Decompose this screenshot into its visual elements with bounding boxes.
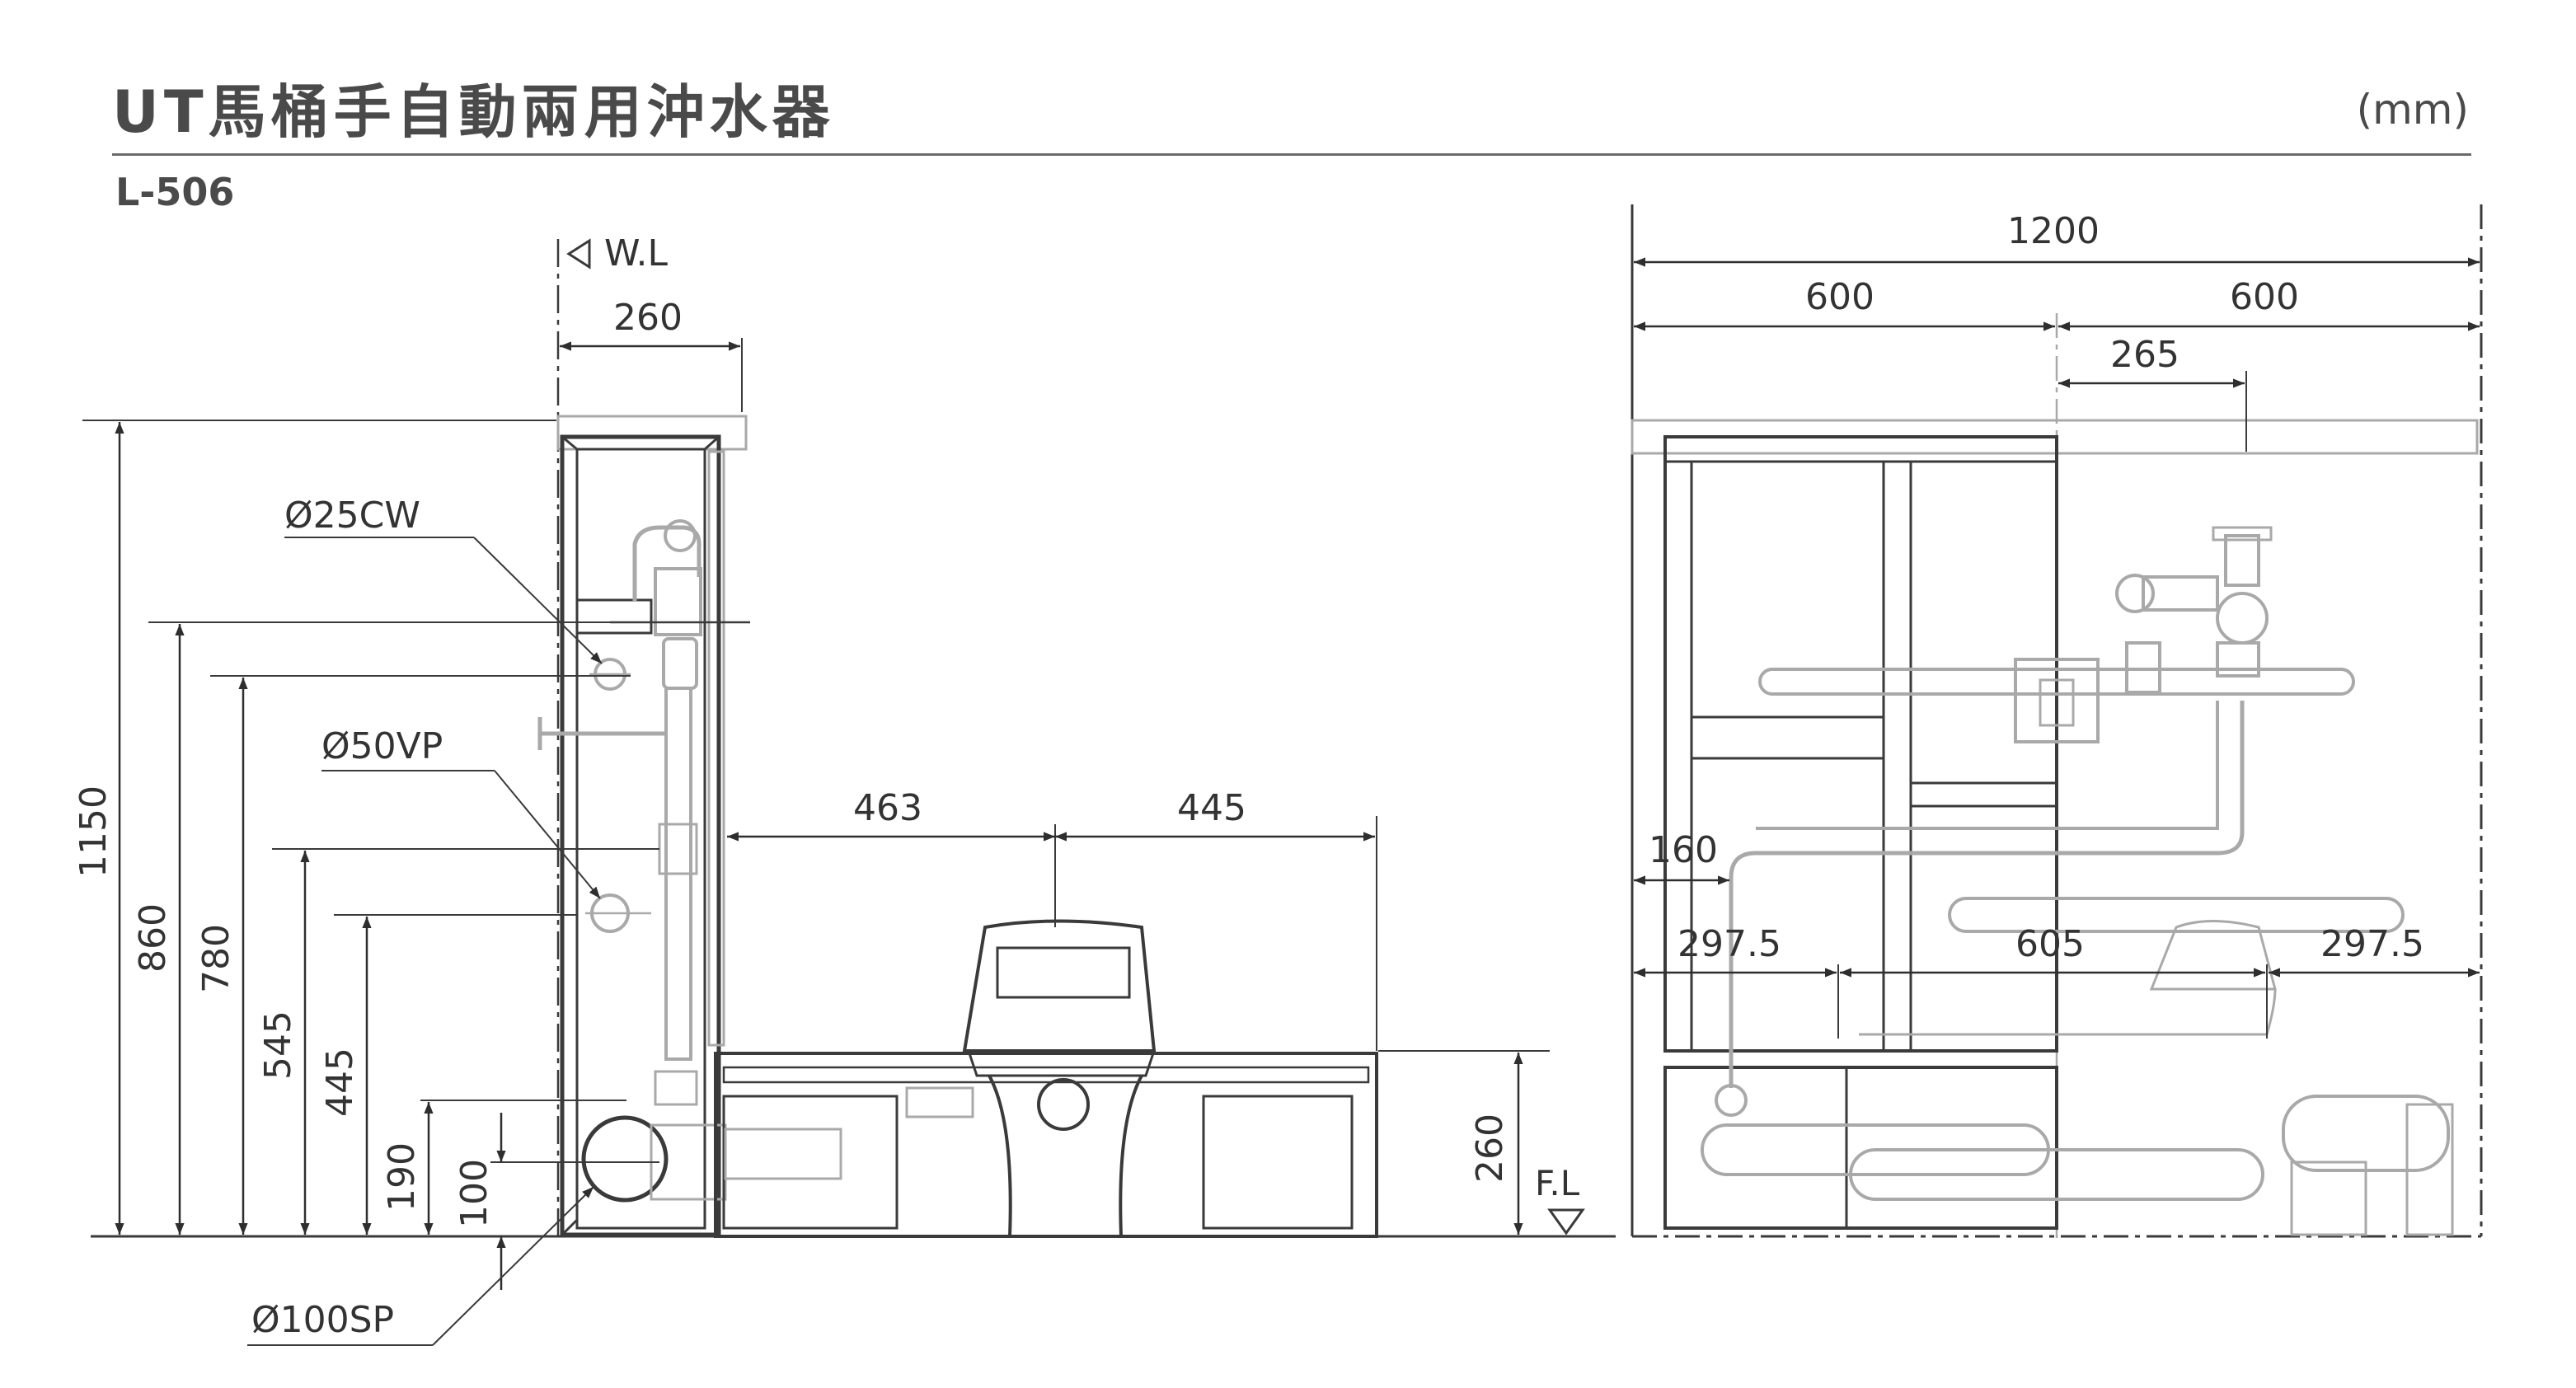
- cabinet-shelf: [575, 598, 653, 635]
- dim-545-label: 545: [257, 1011, 299, 1080]
- front-piping: [1701, 526, 2454, 1236]
- dim-190-label: 190: [381, 1142, 423, 1212]
- dim-297-5-left-label: 297.5: [1677, 923, 1781, 965]
- dim-445-height-label: 445: [319, 1048, 361, 1117]
- dim-605-label: 605: [2015, 923, 2085, 965]
- dim-600-left-label: 600: [1805, 276, 1875, 318]
- dim-600-right-label: 600: [2230, 276, 2299, 318]
- water-level-marker: [566, 238, 591, 270]
- floor-level-label: F.L: [1535, 1163, 1580, 1203]
- dim-100-label: 100: [453, 1159, 495, 1228]
- dim-260-height-label: 260: [1469, 1114, 1511, 1183]
- model-number: L-506: [115, 170, 235, 214]
- dim-1200-label: 1200: [2007, 210, 2100, 252]
- dim-260-depth-label: 260: [613, 297, 683, 339]
- front-left-cabinet: [1663, 435, 2058, 1230]
- dim-265-label: 265: [2110, 334, 2180, 376]
- dim-445-depth-label: 445: [1177, 787, 1246, 829]
- cabinet-inner: [575, 448, 706, 1230]
- cabinet-corner: [704, 435, 720, 451]
- toilet-base: [714, 1052, 1378, 1238]
- side-view: W.L 260 1150 860 780 545 445 190 100 Ø25…: [73, 232, 1616, 1346]
- dim-780-label: 780: [195, 924, 237, 993]
- sp-pipe-symbol: [581, 1115, 669, 1203]
- pipe-cw-label: Ø25CW: [284, 495, 420, 537]
- cabinet-corner: [561, 435, 578, 451]
- dim-463-label: 463: [853, 787, 922, 829]
- pipe-vp-label: Ø50VP: [321, 725, 443, 767]
- unit-label: (mm): [2356, 86, 2469, 134]
- dim-860-label: 860: [132, 903, 174, 973]
- front-view: 1200 600 600 265 160 297.5 605 297.5: [1631, 204, 2483, 1245]
- cabinet-side-panel: [707, 450, 725, 1047]
- cabinet-outer: [560, 434, 721, 1237]
- floor-level-marker: [1547, 1208, 1585, 1236]
- cabinet-corner: [561, 1218, 579, 1236]
- toilet-bowl: [962, 919, 1157, 1238]
- dim-160-label: 160: [1649, 829, 1718, 871]
- dim-1150-label: 1150: [73, 785, 115, 878]
- dim-297-5-right-label: 297.5: [2320, 923, 2424, 965]
- pipe-sp-label: Ø100SP: [251, 1299, 394, 1341]
- page-title: UT馬桶手自動兩用沖水器: [112, 78, 835, 146]
- water-level-label: W.L: [604, 232, 668, 274]
- title-divider: [112, 153, 2471, 156]
- front-counter: [1631, 419, 2479, 455]
